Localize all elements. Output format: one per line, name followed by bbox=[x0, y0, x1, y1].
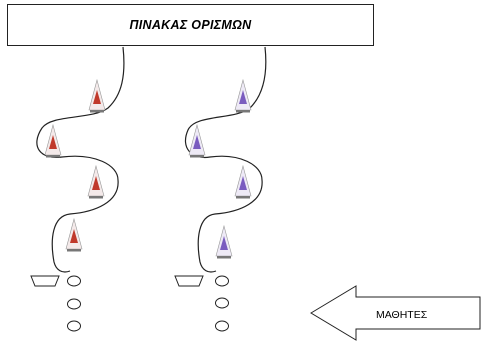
pupils-label: ΜΑΘΗΤΕΣ bbox=[376, 309, 428, 321]
left-pupil-circle-3 bbox=[67, 320, 81, 332]
cone-icon bbox=[87, 164, 105, 199]
cone-icon bbox=[215, 224, 233, 259]
left-winding-path bbox=[36, 46, 125, 273]
cone-icon bbox=[44, 123, 62, 158]
cone-icon bbox=[65, 217, 83, 252]
arrow-icon bbox=[310, 285, 481, 341]
board-title: ΠΙΝΑΚΑΣ ΟΡΙΣΜΩΝ bbox=[129, 18, 252, 32]
right-pupil-circle-1 bbox=[215, 275, 229, 287]
cone-icon bbox=[88, 78, 106, 113]
cone-icon bbox=[188, 123, 206, 158]
right-table-icon bbox=[174, 275, 204, 287]
cone-icon bbox=[234, 78, 252, 113]
cone-icon bbox=[234, 164, 252, 199]
definitions-board: ΠΙΝΑΚΑΣ ΟΡΙΣΜΩΝ bbox=[7, 4, 374, 46]
right-pupil-circle-2 bbox=[215, 297, 229, 309]
left-table-icon bbox=[30, 275, 60, 287]
left-pupil-circle-1 bbox=[67, 275, 81, 287]
right-pupil-circle-3 bbox=[215, 320, 229, 332]
left-pupil-circle-2 bbox=[67, 298, 81, 310]
